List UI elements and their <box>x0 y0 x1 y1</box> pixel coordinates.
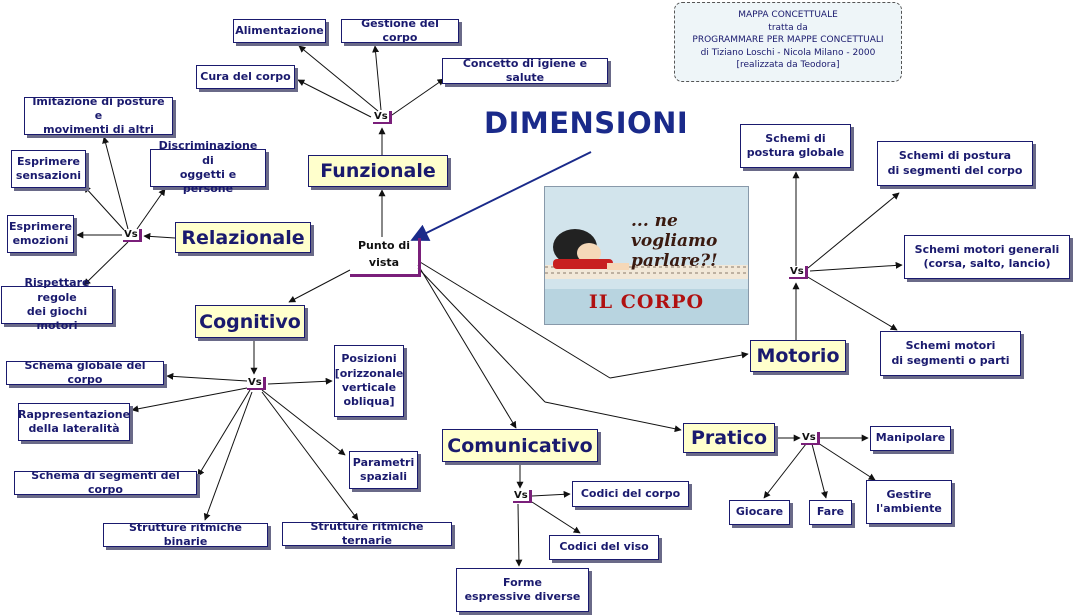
node-fare: Fare <box>809 500 852 525</box>
credit-line: MAPPA CONCETTUALE <box>738 10 838 20</box>
node-imitazione: Imitazione di posture e movimenti di alt… <box>24 95 173 136</box>
credit-line: PROGRAMMARE PER MAPPE CONCETTUALI <box>692 35 884 46</box>
picture-subject: IL CORPO <box>588 291 705 313</box>
credit-box: MAPPA CONCETTUALE tratta da PROGRAMMARE … <box>674 2 902 82</box>
node-esprimere-emozioni: Esprimere emozioni <box>7 215 74 253</box>
connector-arrow <box>261 389 346 456</box>
connector-arrow <box>515 503 523 567</box>
connector-arrow <box>136 188 166 230</box>
picture-caption: ... ne vogliamo parlare?! <box>631 211 718 271</box>
node-gestire-ambiente: Gestire l'ambiente <box>866 480 952 524</box>
connector-arrow <box>544 401 682 433</box>
node-forme-espressive: Forme espressive diverse <box>456 568 589 612</box>
cartoon-figure-icon <box>545 229 748 279</box>
node-esprimere-sensazioni: Esprimere sensazioni <box>11 150 86 188</box>
connector-arrow <box>419 261 611 379</box>
vs-pratico: Vs <box>801 432 820 445</box>
connector-arrow <box>197 389 251 477</box>
connector-arrow <box>298 45 379 112</box>
node-schema-globale: Schema globale del corpo <box>6 359 164 386</box>
node-giocare: Giocare <box>729 500 790 525</box>
node-postura-globale: Schemi di postura globale <box>740 124 851 168</box>
connector-arrow <box>763 443 807 499</box>
node-manipolare: Manipolare <box>870 426 951 451</box>
connector-arrow <box>531 490 571 498</box>
category-cognitivo: Cognitivo <box>195 305 305 338</box>
connector-arrow <box>143 232 176 240</box>
node-lateralita: Rappresentazione della lateralità <box>18 403 130 441</box>
node-ritmiche-binarie: Strutture ritmiche binarie <box>103 521 268 548</box>
node-alimentazione: Alimentazione <box>233 19 326 43</box>
connector-arrow <box>417 264 517 429</box>
category-motorio: Motorio <box>750 340 846 372</box>
credit-line: di Tiziano Loschi - Nicola Milano - 2000 <box>700 47 876 58</box>
category-comunicativo: Comunicativo <box>442 429 598 462</box>
node-igiene-e-salute: Concetto di igiene e salute <box>442 57 608 84</box>
connector-arrow <box>131 387 248 413</box>
vs-funzionale: Vs <box>373 111 392 124</box>
connector-arrow <box>817 442 876 481</box>
connector-arrow <box>83 241 129 286</box>
connector-arrow <box>410 151 592 241</box>
connector-arrow <box>261 391 359 521</box>
node-cura-del-corpo: Cura del corpo <box>196 65 295 89</box>
node-motori-segmenti: Schemi motori di segmenti o parti <box>880 331 1021 376</box>
connector-arrow <box>267 377 333 385</box>
credit-line: tratta da <box>768 22 808 33</box>
vs-relazionale: Vs <box>123 229 142 242</box>
connector-arrow <box>531 501 581 534</box>
connector-arrow <box>372 45 382 111</box>
node-codici-del-corpo: Codici del corpo <box>572 481 689 507</box>
connector-arrow <box>805 275 898 331</box>
map-title: DIMENSIONI <box>484 106 689 140</box>
connector-arrow <box>297 79 372 118</box>
vs-cognitivo: Vs <box>247 377 266 390</box>
connector-arrow <box>391 78 445 116</box>
category-relazionale: Relazionale <box>175 222 311 253</box>
node-postura-segmenti: Schemi di postura di segmenti del corpo <box>877 141 1033 186</box>
connector-arrow <box>809 261 903 272</box>
connector-arrow <box>811 443 828 499</box>
node-schema-segmenti: Schema di segmenti del corpo <box>14 469 197 496</box>
node-motori-generali: Schemi motori generali (corsa, salto, la… <box>904 235 1070 279</box>
connector-arrow <box>288 269 351 303</box>
mafalda-cartoon-image: ... ne vogliamo parlare?! IL CORPO <box>544 186 749 325</box>
connector-arrow <box>609 351 749 379</box>
connector-arrow <box>102 136 129 230</box>
credit-line: [realizzata da Teodora] <box>736 60 840 71</box>
connector-arrow <box>417 267 546 403</box>
vs-motorio: Vs <box>789 266 808 279</box>
category-funzionale: Funzionale <box>308 155 448 187</box>
vs-comunicativo: Vs <box>513 490 532 503</box>
node-rispettare-regole: Rispettare regole dei giochi motori <box>1 276 113 332</box>
node-codici-del-viso: Codici del viso <box>549 535 659 560</box>
connector-arrow <box>83 185 125 231</box>
node-gestione-del-corpo: Gestione del corpo <box>341 17 459 44</box>
connector-arrow <box>166 372 248 382</box>
connector-arrow <box>807 192 900 269</box>
node-discriminazione: Discriminazione di oggetti e persone <box>150 139 266 195</box>
node-posizioni: Posizioni [orizzonale verticale obliqua] <box>334 345 404 417</box>
category-pratico: Pratico <box>683 423 775 453</box>
node-ritmiche-ternarie: Strutture ritmiche ternarie <box>282 520 452 547</box>
center-node-punto-di-vista: Punto di vista <box>350 238 421 277</box>
node-parametri-spaziali: Parametri spaziali <box>349 451 418 489</box>
connector-arrow <box>203 391 253 521</box>
